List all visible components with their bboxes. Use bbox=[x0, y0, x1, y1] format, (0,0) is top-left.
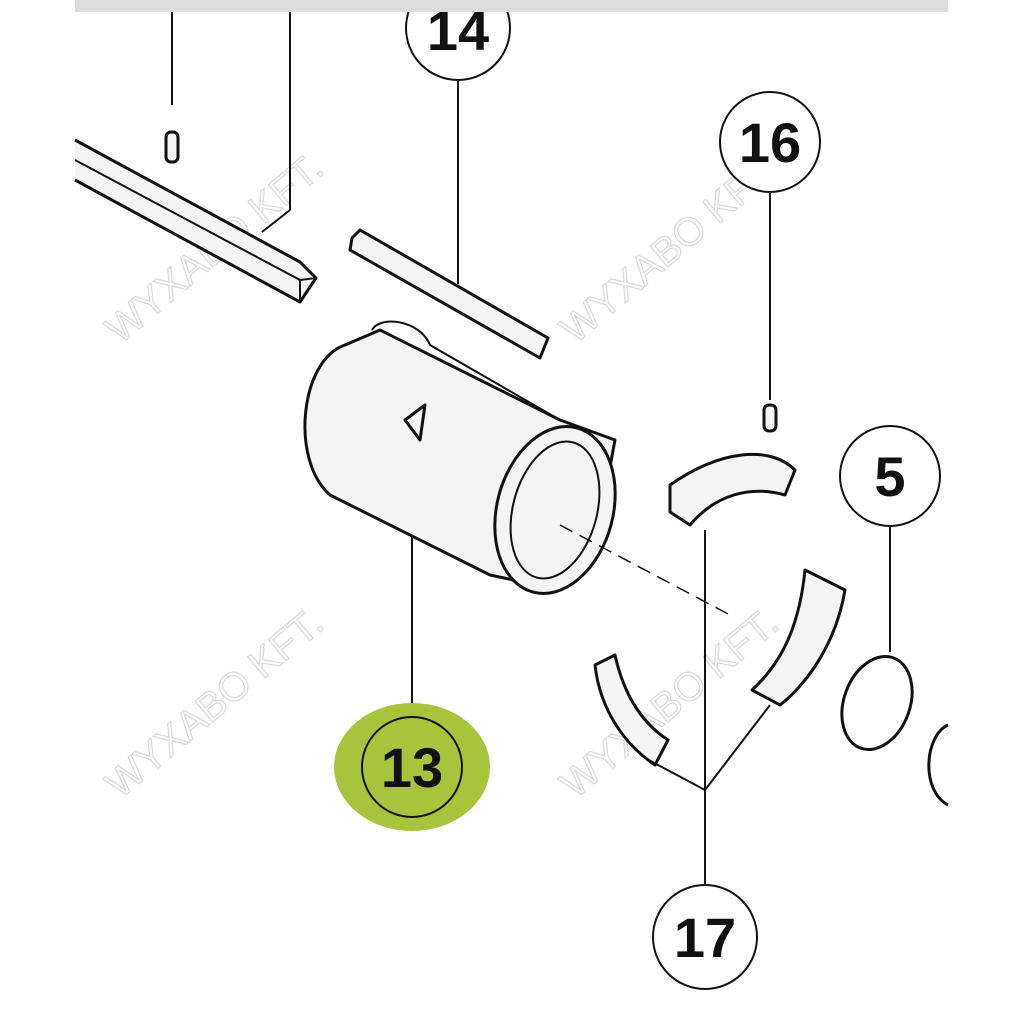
callout-13-highlighted: 13 bbox=[334, 703, 490, 831]
callout-label: 17 bbox=[674, 906, 736, 969]
sleeve-part bbox=[303, 320, 617, 595]
segment-part bbox=[750, 568, 847, 707]
callout-label: 13 bbox=[381, 736, 443, 799]
segment-part bbox=[593, 653, 670, 767]
callout-17: 17 bbox=[652, 884, 758, 990]
watermark: WYXABO KFT. bbox=[553, 600, 787, 807]
watermark: WYXABO KFT. bbox=[98, 600, 332, 807]
callout-label: 5 bbox=[874, 445, 905, 508]
partial-part bbox=[927, 723, 949, 807]
assembly-line bbox=[559, 524, 731, 616]
pin-part bbox=[164, 130, 180, 164]
callout-16: 16 bbox=[719, 91, 821, 193]
strip-part bbox=[348, 228, 550, 360]
segment-part bbox=[668, 452, 797, 527]
callout-5: 5 bbox=[839, 425, 941, 527]
callout-label: 16 bbox=[739, 111, 801, 174]
o-ring-part bbox=[840, 655, 914, 751]
pin-part bbox=[762, 403, 778, 433]
leader-line bbox=[261, 209, 291, 233]
